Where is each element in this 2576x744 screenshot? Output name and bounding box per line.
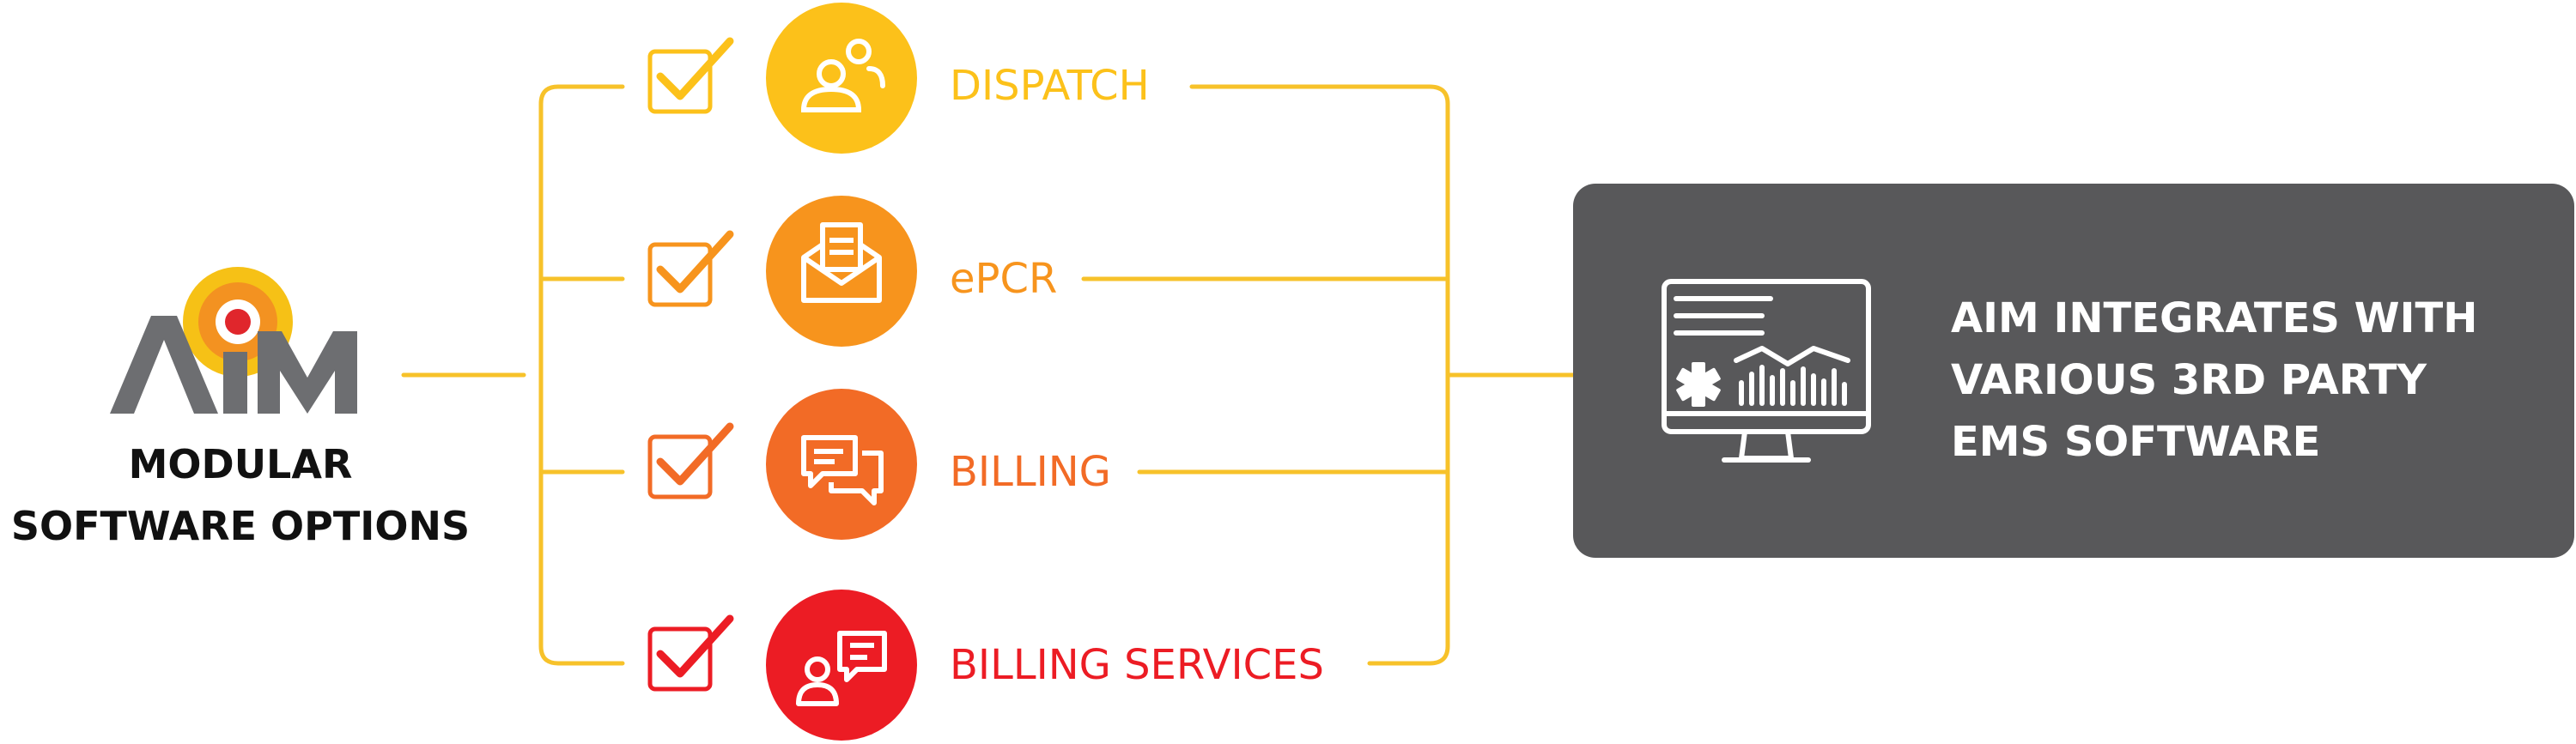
integration-line3: EMS SOFTWARE bbox=[1951, 418, 2321, 466]
monitor-chart-medical-icon bbox=[1662, 279, 1871, 463]
document-envelope-icon bbox=[801, 222, 882, 303]
users-icon bbox=[800, 39, 885, 112]
module-billing-services bbox=[647, 590, 917, 741]
chat-bubbles-icon bbox=[801, 435, 884, 505]
logo-caption: MODULAR SOFTWARE OPTIONS bbox=[0, 433, 481, 557]
module-label-epcr: ePCR bbox=[950, 255, 1058, 303]
module-dispatch bbox=[647, 3, 917, 154]
integration-text: AIM INTEGRATES WITH VARIOUS 3RD PARTY EM… bbox=[1951, 287, 2552, 473]
module-label-billing: BILLING bbox=[950, 448, 1111, 496]
module-epcr bbox=[647, 196, 917, 347]
module-label-dispatch: DISPATCH bbox=[950, 62, 1150, 110]
module-billing bbox=[647, 389, 917, 540]
checkbox-icon[interactable] bbox=[647, 614, 734, 692]
integration-line2: VARIOUS 3RD PARTY bbox=[1951, 356, 2427, 404]
logo-caption-line1: MODULAR bbox=[128, 441, 353, 487]
integration-panel: AIM INTEGRATES WITH VARIOUS 3RD PARTY EM… bbox=[1573, 184, 2574, 558]
aim-logo bbox=[110, 267, 357, 414]
connector-lines bbox=[401, 84, 1576, 666]
logo-caption-line2: SOFTWARE OPTIONS bbox=[10, 503, 471, 549]
module-label-billing-services: BILLING SERVICES bbox=[950, 641, 1324, 689]
checkbox-icon[interactable] bbox=[647, 422, 734, 499]
checkbox-icon[interactable] bbox=[647, 230, 734, 307]
checkbox-icon[interactable] bbox=[647, 37, 734, 114]
person-message-icon bbox=[796, 631, 887, 706]
integration-line1: AIM INTEGRATES WITH bbox=[1951, 294, 2478, 342]
